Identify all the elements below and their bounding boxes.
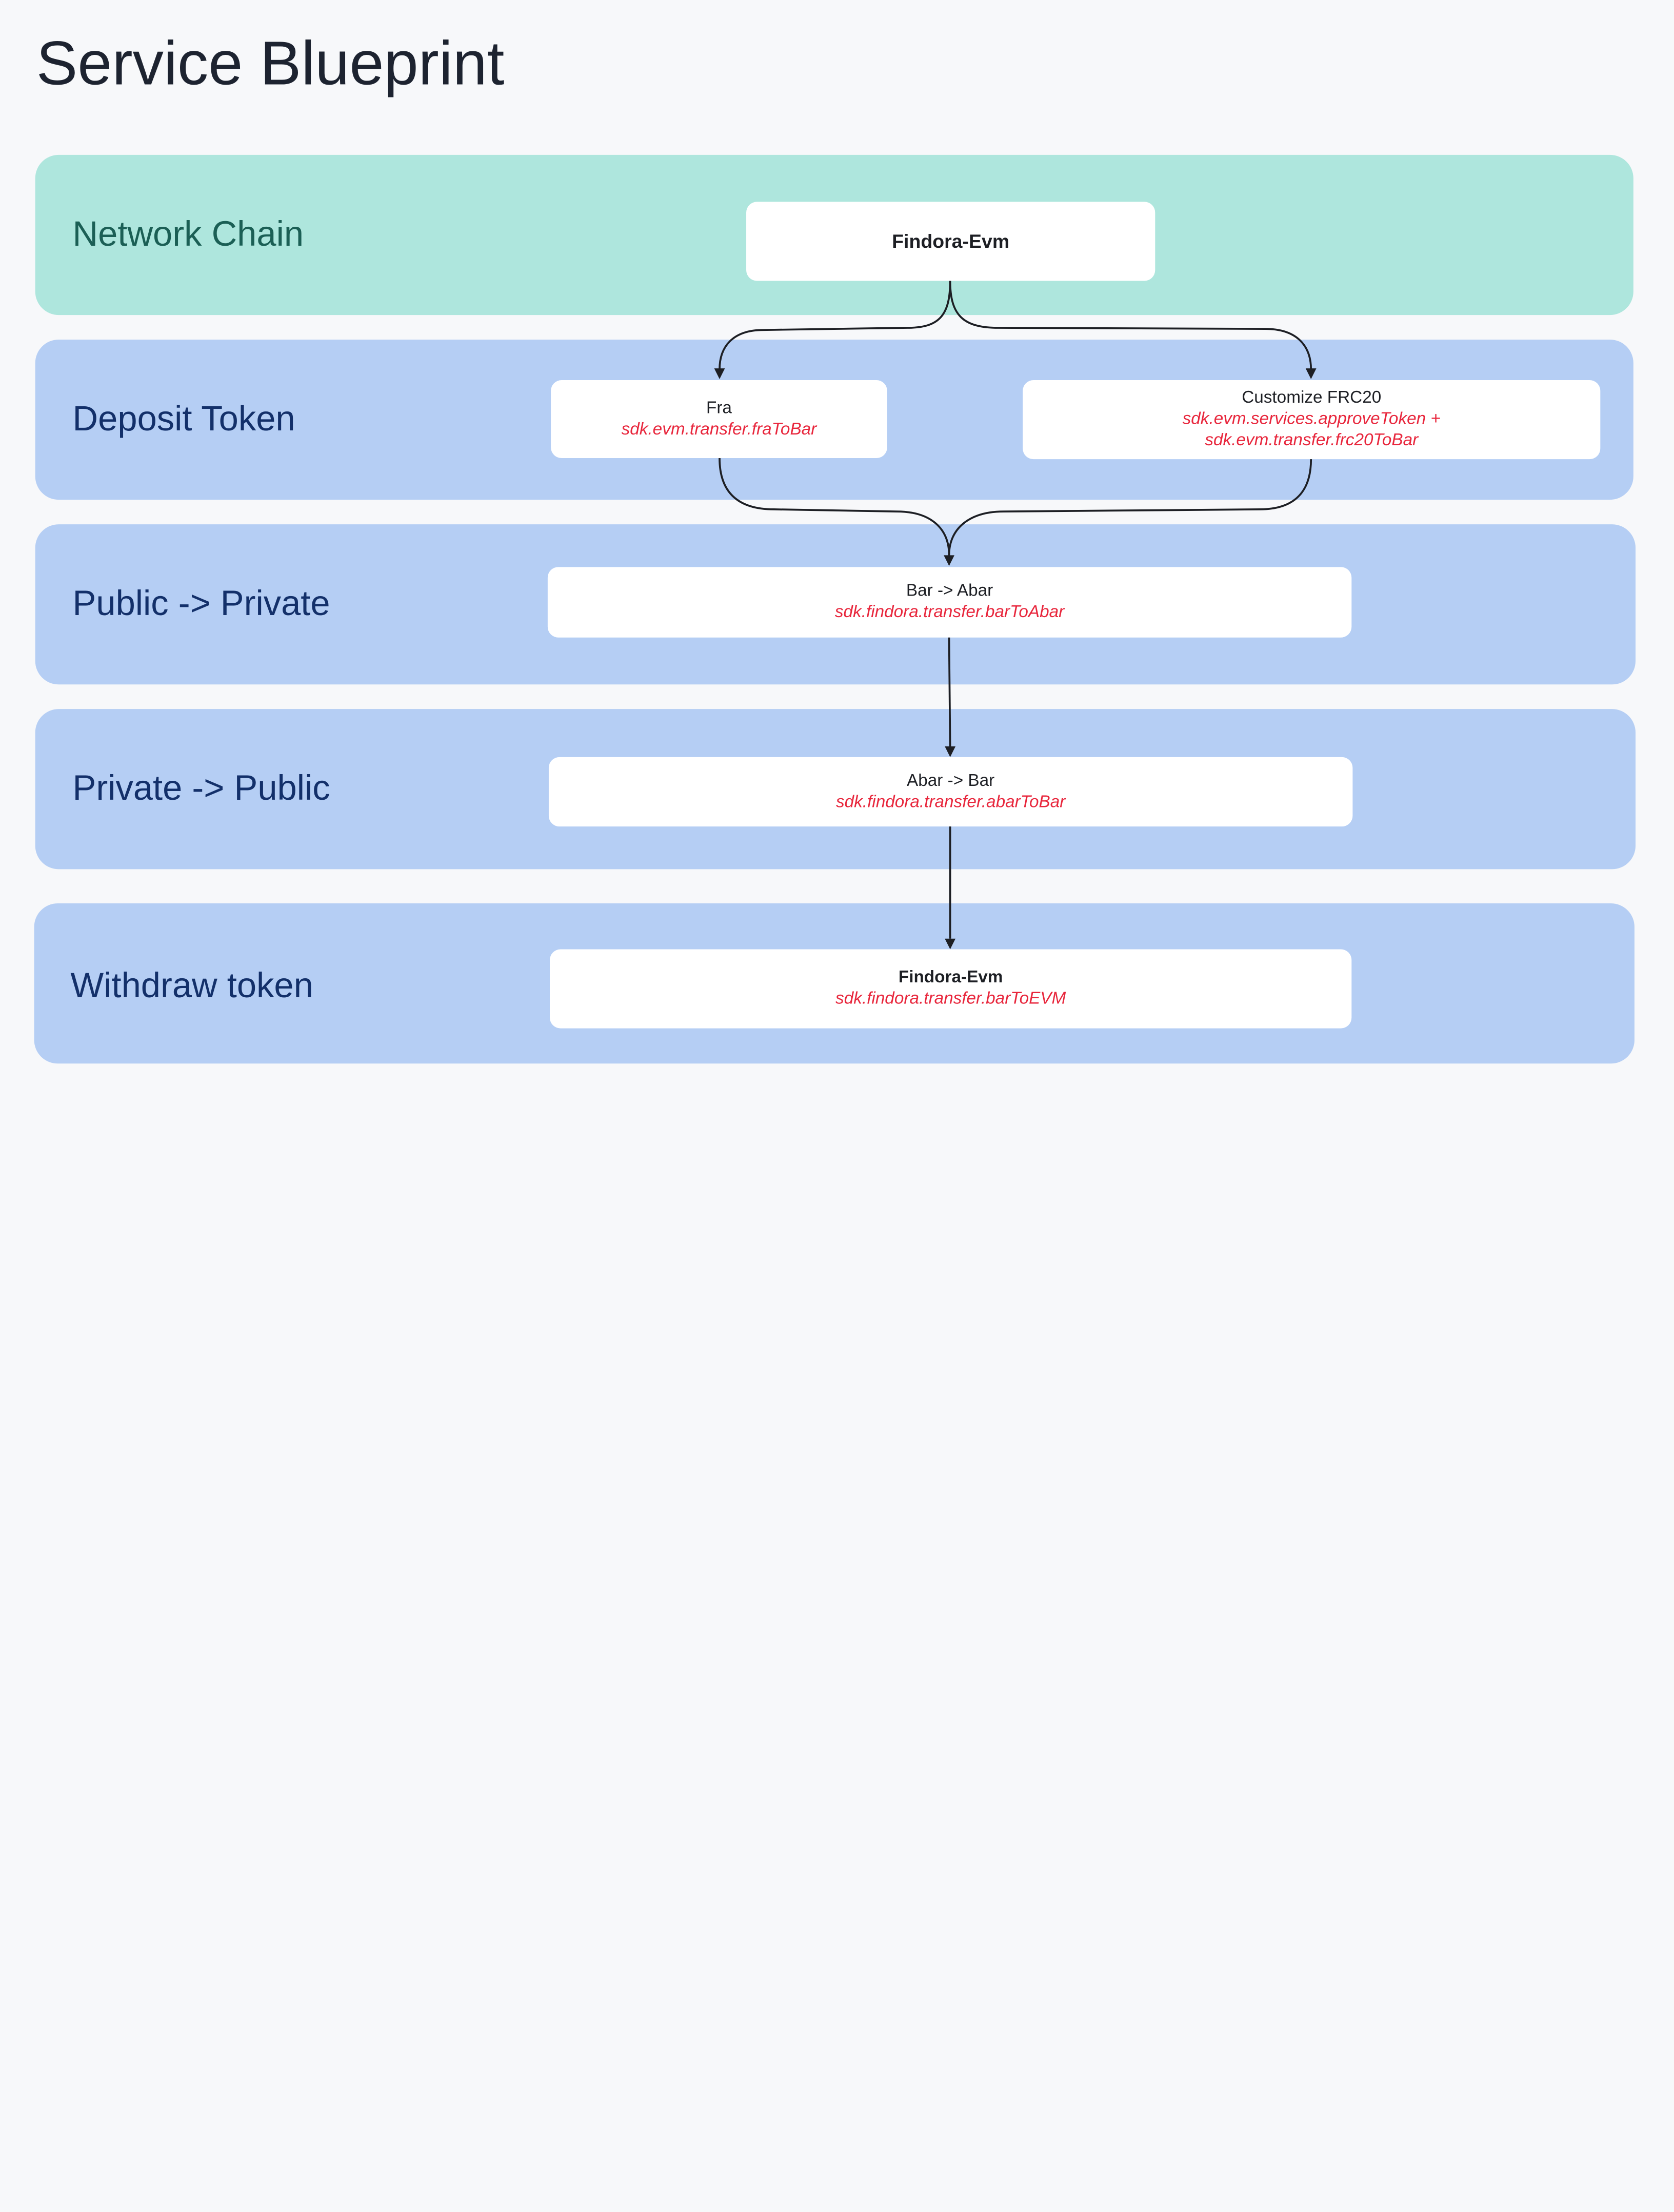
edge-frc20-to-bar-to-abar [948,459,1312,556]
node-findora-evm-bottom[interactable]: Findora-Evm sdk.findora.transfer.barToEV… [550,949,1352,1029]
node-code-line-2: sdk.evm.transfer.frc20ToBar [1205,431,1419,450]
arrowhead [1305,368,1317,379]
arrowhead [945,746,956,757]
lane-label: Network Chain [72,213,304,253]
lane-private-to-public: Private -> Public [35,709,1636,870]
lane-label: Private -> Public [72,767,330,807]
node-code-line-1: sdk.evm.services.approveToken + [1182,410,1441,428]
node-title: Abar -> Bar [907,771,995,790]
edge-findora-evm-to-frc20 [949,281,1312,370]
node-title: Fra [706,399,732,417]
node-abar-to-bar[interactable]: Abar -> Bar sdk.findora.transfer.abarToB… [548,757,1353,827]
lane-label: Withdraw token [70,965,313,1005]
node-title: Customize FRC20 [1242,388,1382,407]
node-fra[interactable]: Fra sdk.evm.transfer.fraToBar [551,380,887,459]
node-title: Findora-Evm [892,230,1010,252]
arrowhead [944,555,954,566]
edge-findora-evm-to-fra [719,281,951,370]
lane-label: Public -> Private [72,583,330,623]
lane-label: Deposit Token [72,398,295,438]
connectors [714,281,1317,950]
edge-fra-to-bar-to-abar [719,458,950,556]
node-code: sdk.findora.transfer.barToEVM [835,990,1066,1009]
node-code: sdk.evm.transfer.fraToBar [621,420,817,439]
node-bar-to-abar[interactable]: Bar -> Abar sdk.findora.transfer.barToAb… [547,567,1352,638]
node-findora-evm-top[interactable]: Findora-Evm [746,202,1155,281]
node-code: sdk.findora.transfer.abarToBar [835,793,1066,811]
node-customize-frc20[interactable]: Customize FRC20 sdk.evm.services.approve… [1023,380,1601,460]
edge-bar-to-abar-to-abar-to-bar [948,637,951,747]
page-title: Service Blueprint [36,29,505,98]
arrowhead [714,368,725,379]
arrowhead [945,938,956,950]
node-code: sdk.findora.transfer.barToAbar [834,603,1065,622]
node-title: Findora-Evm [898,969,1003,987]
node-title: Bar -> Abar [906,582,993,600]
